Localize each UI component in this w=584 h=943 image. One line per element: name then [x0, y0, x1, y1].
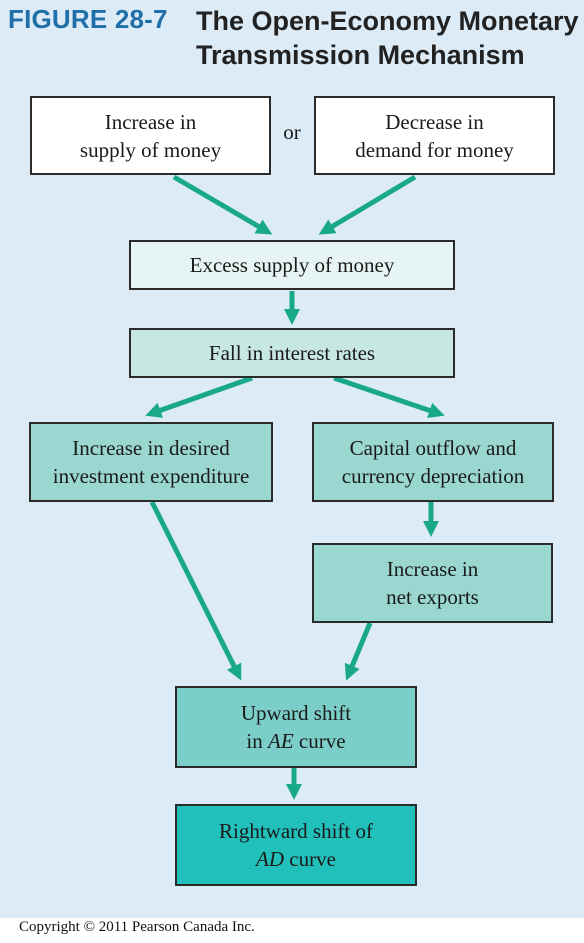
- box-fall-in-interest-rates: Fall in interest rates: [129, 328, 455, 378]
- figure-title: The Open-Economy Monetary Transmission M…: [196, 6, 579, 70]
- arrow-interest-to-capital: [333, 375, 445, 419]
- box-excess-supply-of-money: Excess supply of money: [129, 240, 455, 290]
- ae-symbol: AE: [268, 729, 294, 753]
- upward-shift-suffix: curve: [293, 729, 346, 753]
- copyright-notice: Copyright © 2011 Pearson Canada Inc.: [19, 919, 255, 935]
- upward-shift-line2: in AE curve: [246, 727, 345, 755]
- rightward-shift-line1: Rightward shift of: [219, 819, 373, 843]
- arrow-supply-to-excess: [172, 174, 273, 235]
- arrow-investment-to-ae: [149, 500, 242, 681]
- box-increase-net-exports: Increase in net exports: [312, 543, 553, 623]
- box-decrease-demand-for-money: Decrease in demand for money: [314, 96, 555, 175]
- figure-label: FIGURE 28-7: [8, 4, 168, 34]
- arrow-interest-to-investment: [145, 375, 253, 418]
- arrow-demand-to-excess: [318, 174, 417, 235]
- box-increase-investment: Increase in desired investment expenditu…: [29, 422, 273, 502]
- upward-shift-prefix: in: [246, 729, 269, 753]
- box-capital-outflow: Capital outflow and currency depreciatio…: [312, 422, 554, 502]
- box-rightward-shift-ad-curve: Rightward shift of AD curve: [175, 804, 417, 886]
- arrow-netexports-to-ae: [344, 622, 373, 681]
- rightward-shift-suffix: curve: [284, 847, 336, 871]
- upward-shift-line1: Upward shift: [240, 701, 352, 725]
- rightward-shift-line2: AD curve: [256, 845, 336, 873]
- or-label: or: [283, 120, 301, 144]
- box-increase-supply-of-money: Increase in supply of money: [30, 96, 271, 175]
- box-upward-shift-ae-curve: Upward shift in AE curve: [175, 686, 417, 768]
- ad-symbol: AD: [256, 847, 285, 871]
